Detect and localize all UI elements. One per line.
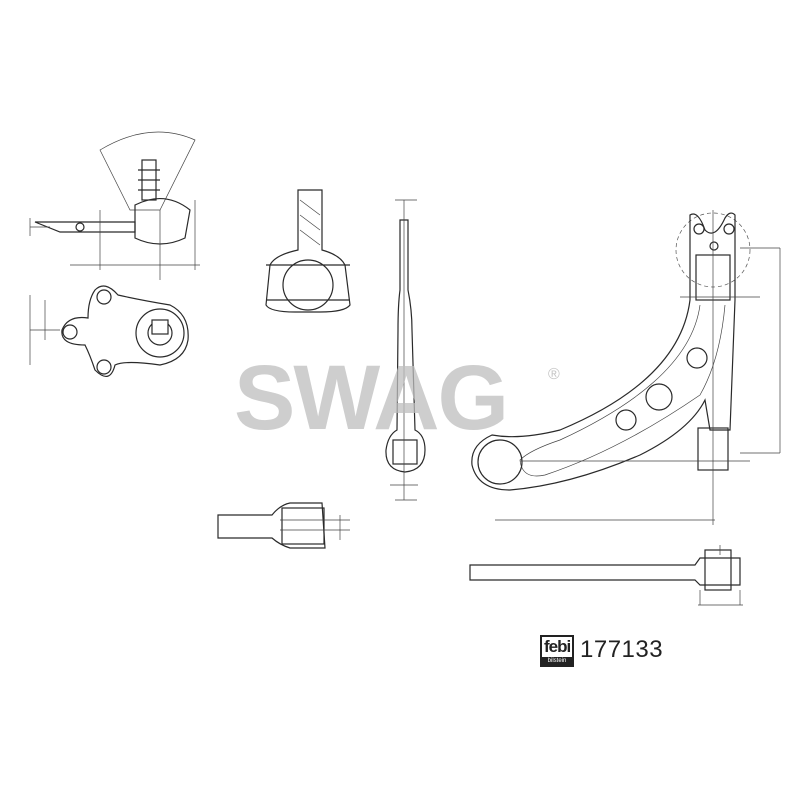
logo-brand: febi <box>544 637 571 656</box>
arm-end-view <box>217 502 350 549</box>
febi-bilstein-logo: febi bilstein <box>540 635 574 667</box>
registered-mark: ® <box>548 366 560 383</box>
ball-joint-side-view <box>29 131 200 280</box>
ball-joint-top-view <box>29 285 189 377</box>
part-number: 177133 <box>580 636 664 663</box>
control-arm-top-view <box>471 210 781 525</box>
swag-watermark: SWAG <box>234 347 509 449</box>
arm-bottom-view <box>469 545 743 606</box>
arm-side-profile <box>385 199 426 501</box>
bushing-section <box>265 189 351 313</box>
logo-sub: bilstein <box>542 657 572 665</box>
